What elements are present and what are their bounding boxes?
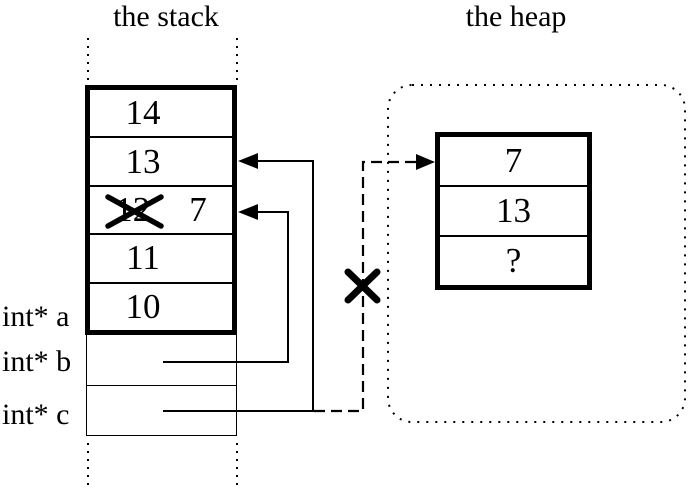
stack-cell: 10: [90, 284, 232, 330]
stack-frame-box: 14 13 12 7 11 10: [85, 85, 237, 335]
stack-cell: 13: [90, 138, 232, 187]
pointer-b-arrowhead-icon: [238, 204, 258, 220]
pointer-label-b: int* b: [2, 345, 72, 378]
heap-cell: ?: [440, 237, 587, 285]
stack-cell: 14: [90, 90, 232, 139]
pointer-c-arrowhead-icon: [238, 153, 258, 169]
stack-cell-value: 11: [126, 238, 160, 278]
pointer-label-a: int* a: [2, 300, 70, 333]
stack-cell: 11: [90, 235, 232, 284]
invalid-pointer-x-icon: [344, 268, 381, 304]
heap-cell-value: ?: [505, 241, 522, 280]
heap-title: the heap: [465, 0, 567, 33]
heap-cell: 13: [440, 187, 587, 237]
pointer-label-c: int* c: [2, 398, 70, 431]
dangling-pointer-dashed-line: [314, 160, 418, 413]
heap-cell-value: 13: [496, 191, 531, 230]
stack-cell-value: 14: [125, 93, 161, 133]
stack-cell-value: 13: [125, 141, 161, 181]
crossed-out-old-value: 12: [115, 190, 151, 230]
stack-title: the stack: [113, 0, 219, 33]
dangling-pointer-arrowhead-icon: [416, 154, 435, 170]
pointer-cell-b: [87, 335, 236, 386]
heap-block-box: 7 13 ?: [435, 132, 592, 290]
stack-pointer-cells: [86, 335, 237, 436]
new-value: 7: [189, 190, 207, 230]
heap-cell-value: 7: [504, 141, 523, 180]
stack-cell-overwritten: 12 7: [90, 187, 232, 236]
heap-cell: 7: [440, 137, 587, 187]
pointer-cell-c: [87, 386, 236, 436]
stack-cell-value: 10: [125, 286, 161, 326]
